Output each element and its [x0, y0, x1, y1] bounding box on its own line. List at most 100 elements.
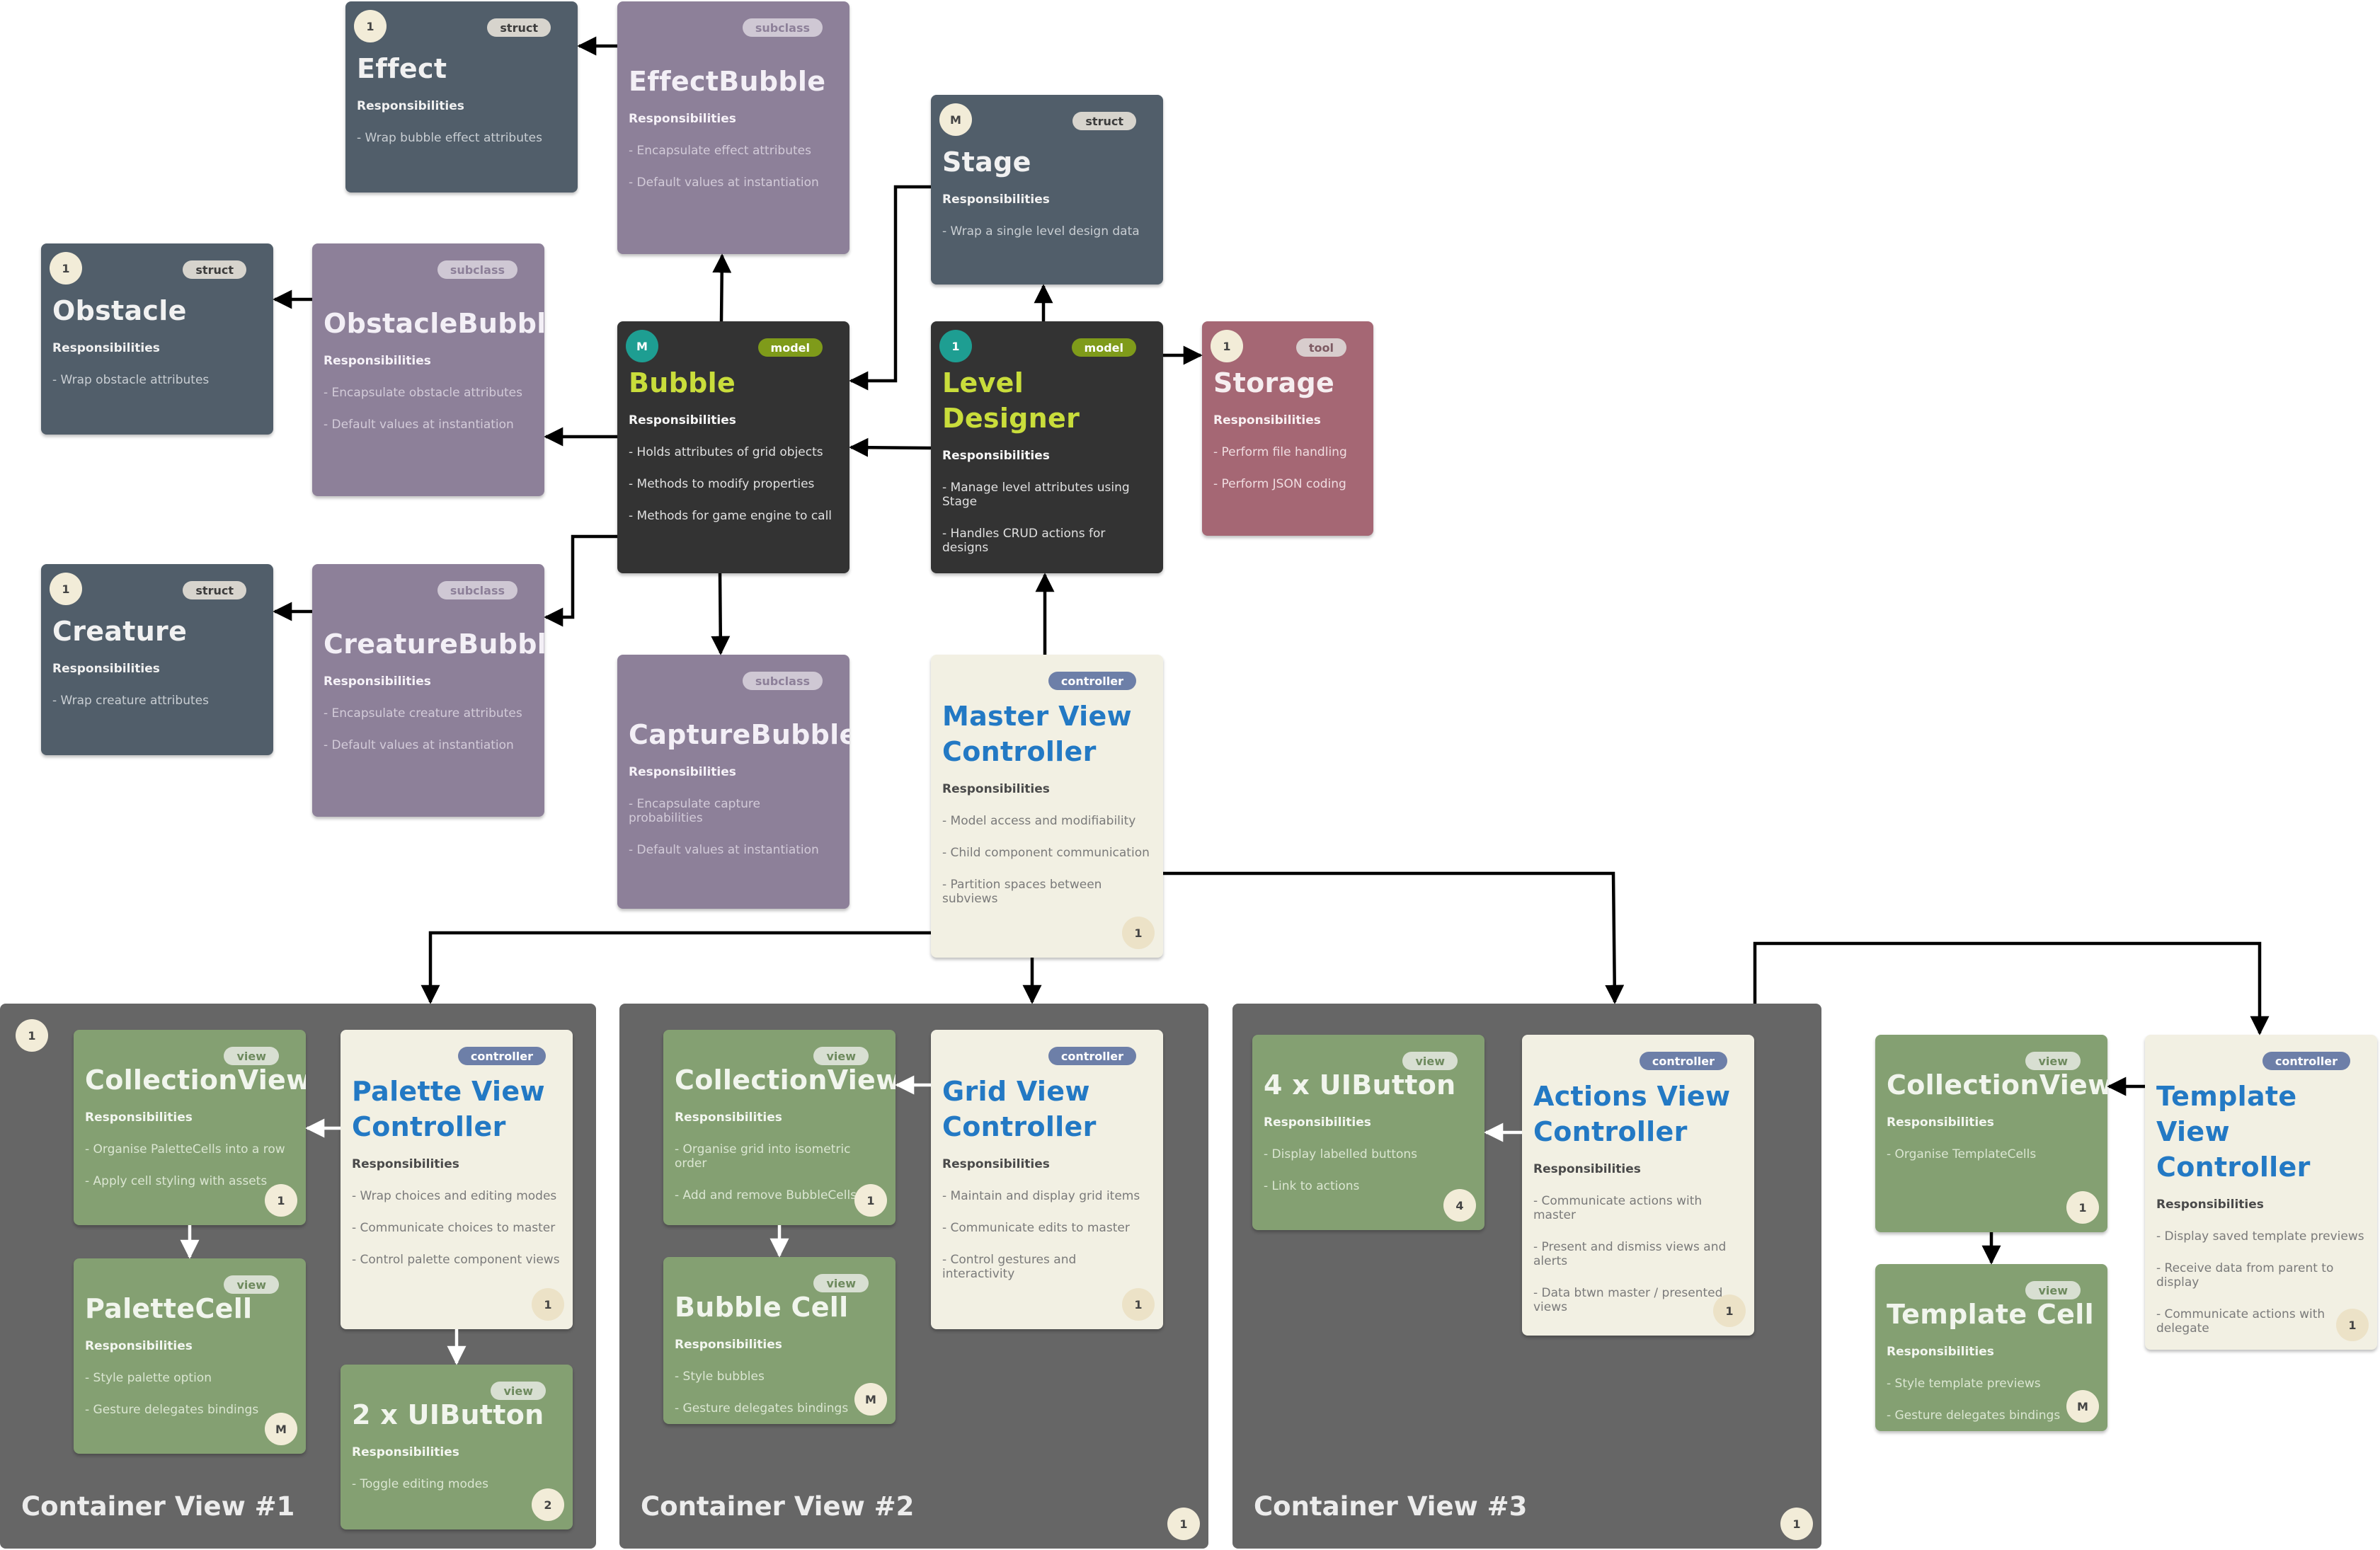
storage-title: Storage [1213, 365, 1362, 401]
responsibility-item: - Methods to modify properties [629, 477, 815, 491]
arrow-master-to-container3 [1163, 871, 1625, 1004]
responsibility-item: - Wrap creature attributes [52, 694, 209, 708]
actionsvc-responsibilities-heading: Responsibilities [1533, 1162, 1641, 1176]
creature-type-tag: struct [183, 581, 246, 599]
effectbubble-responsibility-list: - Encapsulate effect attributes- Default… [629, 144, 838, 190]
gridvc-title-line: Grid View [942, 1076, 1090, 1107]
cv2-responsibilities-heading: Responsibilities [675, 1110, 782, 1125]
arrow-stage-to-bubble [849, 185, 931, 391]
responsibility-item: - Wrap choices and editing modes [352, 1189, 557, 1203]
container-2-badge: 1 [1167, 1508, 1200, 1540]
responsibility-item: - Perform file handling [1213, 445, 1347, 459]
actionsvc-responsibility-list: - Communicate actions with master- Prese… [1533, 1194, 1743, 1314]
palettecell-responsibility-list: - Style palette option - Gesture delegate… [85, 1371, 294, 1417]
stage-title-line: Stage [942, 147, 1031, 178]
responsibility-item: - Handles CRUD actions for designs [942, 527, 1106, 555]
uibutton2-multiplicity-badge: 2 [532, 1488, 564, 1521]
actionsvc-type-tag: controller [1639, 1052, 1727, 1070]
responsibility-item: - Child component communication [942, 846, 1150, 860]
responsibility-item: - Organise PaletteCells into a row [85, 1142, 285, 1156]
bubble-title: Bubble [629, 365, 838, 401]
gridvc-type-tag: controller [1048, 1047, 1136, 1065]
responsibility-item: - Model access and modifiability [942, 814, 1136, 828]
palettecell-multiplicity-badge: M [265, 1413, 297, 1445]
templatecell-multiplicity-badge: M [2066, 1390, 2099, 1423]
cv1-title-line: CollectionView [85, 1064, 306, 1096]
bubblecell-responsibilities-heading: Responsibilities [675, 1338, 782, 1352]
responsibility-item: - Present and dismiss views and alerts [1533, 1240, 1727, 1268]
responsibility-item: - Manage level attributes using Stage [942, 481, 1130, 509]
palettecell-title-line: PaletteCell [85, 1293, 253, 1324]
uibutton4-title-line: 4 x UIButton [1264, 1069, 1456, 1101]
cv1-title: CollectionView [85, 1062, 306, 1098]
cv3-title: CollectionView [1887, 1067, 2107, 1103]
obstaclebubble-responsibility-list: - Encapsulate obstacle attributes- Defau… [324, 386, 533, 432]
responsibility-item: - Style palette option [85, 1371, 212, 1385]
stage-responsibility-list: - Wrap a single level design data [942, 224, 1152, 239]
uibutton4-responsibilities-heading: Responsibilities [1264, 1115, 1371, 1130]
actionsvc-title-line: Actions View [1533, 1081, 1731, 1112]
mastervc-multiplicity-badge: 1 [1122, 917, 1155, 949]
obstacle-title-line: Obstacle [52, 295, 187, 326]
mastervc-type-tag: controller [1048, 672, 1136, 690]
uibutton2-type-tag: view [491, 1382, 546, 1400]
bubble-responsibilities-heading: Responsibilities [629, 413, 736, 427]
mastervc-responsibility-list: - Model access and modifiability - Child … [942, 814, 1152, 906]
responsibility-item: - Apply cell styling with assets [85, 1174, 268, 1188]
effect-responsibility-list: - Wrap bubble effect attributes [357, 131, 566, 145]
responsibility-item: - Control palette component views [352, 1253, 560, 1267]
creature-responsibility-list: - Wrap creature attributes [52, 694, 262, 708]
capturebubble-title-line: CaptureBubble [629, 719, 849, 750]
responsibility-item: - Control gestures and interactivity [942, 1253, 1077, 1281]
responsibility-item: - Communicate choices to master [352, 1221, 556, 1235]
capturebubble-title: CaptureBubble [629, 717, 849, 752]
container-2-title: Container View #2 [641, 1491, 915, 1522]
responsibility-item: - Default values at instantiation [629, 176, 819, 190]
uibutton4-multiplicity-badge: 4 [1443, 1189, 1476, 1222]
storage-type-tag: tool [1295, 338, 1346, 357]
effect-responsibilities-heading: Responsibilities [357, 99, 464, 113]
actionsvc-multiplicity-badge: 1 [1713, 1294, 1746, 1327]
uibutton2-title-line: 2 x UIButton [352, 1399, 544, 1430]
responsibility-item: - Gesture delegates bindings [85, 1403, 259, 1417]
leveldesigner-multiplicity-badge: 1 [939, 330, 972, 362]
responsibility-item: - Encapsulate obstacle attributes [324, 386, 522, 400]
cv3-multiplicity-badge: 1 [2066, 1191, 2099, 1224]
responsibility-item: - Wrap obstacle attributes [52, 373, 210, 387]
responsibility-item: - Encapsulate creature attributes [324, 706, 522, 721]
actionsvc-title-line: Controller [1533, 1116, 1688, 1147]
responsibility-item: - Organise TemplateCells [1887, 1147, 2037, 1161]
effect-title: Effect [357, 51, 566, 86]
mastervc-title-line: Master View [942, 701, 1132, 732]
cv1-responsibility-list: - Organise PaletteCells into a row - Appl… [85, 1142, 294, 1188]
cv1-type-tag: view [224, 1047, 279, 1065]
cv2-title-line: CollectionView [675, 1064, 896, 1096]
responsibility-item: - Perform JSON coding [1213, 477, 1346, 491]
responsibility-item: - Organise grid into isometric order [675, 1142, 851, 1171]
leveldesigner-title-line: Level [942, 367, 1024, 398]
palettecell-responsibilities-heading: Responsibilities [85, 1339, 193, 1353]
templatevc-type-tag: controller [2262, 1052, 2350, 1070]
bubble-title-line: Bubble [629, 367, 736, 398]
leveldesigner-responsibility-list: - Manage level attributes using Stage - H… [942, 481, 1152, 555]
bubblecell-title: Bubble Cell [675, 1290, 884, 1325]
templatevc-responsibilities-heading: Responsibilities [2156, 1198, 2264, 1212]
templatevc-responsibility-list: - Display saved template previews- Recei… [2156, 1229, 2366, 1336]
container-1-badge: 1 [16, 1019, 48, 1052]
gridvc-responsibility-list: - Maintain and display grid items- Commu… [942, 1189, 1152, 1281]
creature-multiplicity-badge: 1 [50, 573, 82, 605]
obstaclebubble-responsibilities-heading: Responsibilities [324, 354, 431, 368]
responsibility-item: - Style bubbles [675, 1370, 765, 1384]
creature-title-line: Creature [52, 616, 188, 647]
cv2-multiplicity-badge: 1 [854, 1184, 887, 1217]
